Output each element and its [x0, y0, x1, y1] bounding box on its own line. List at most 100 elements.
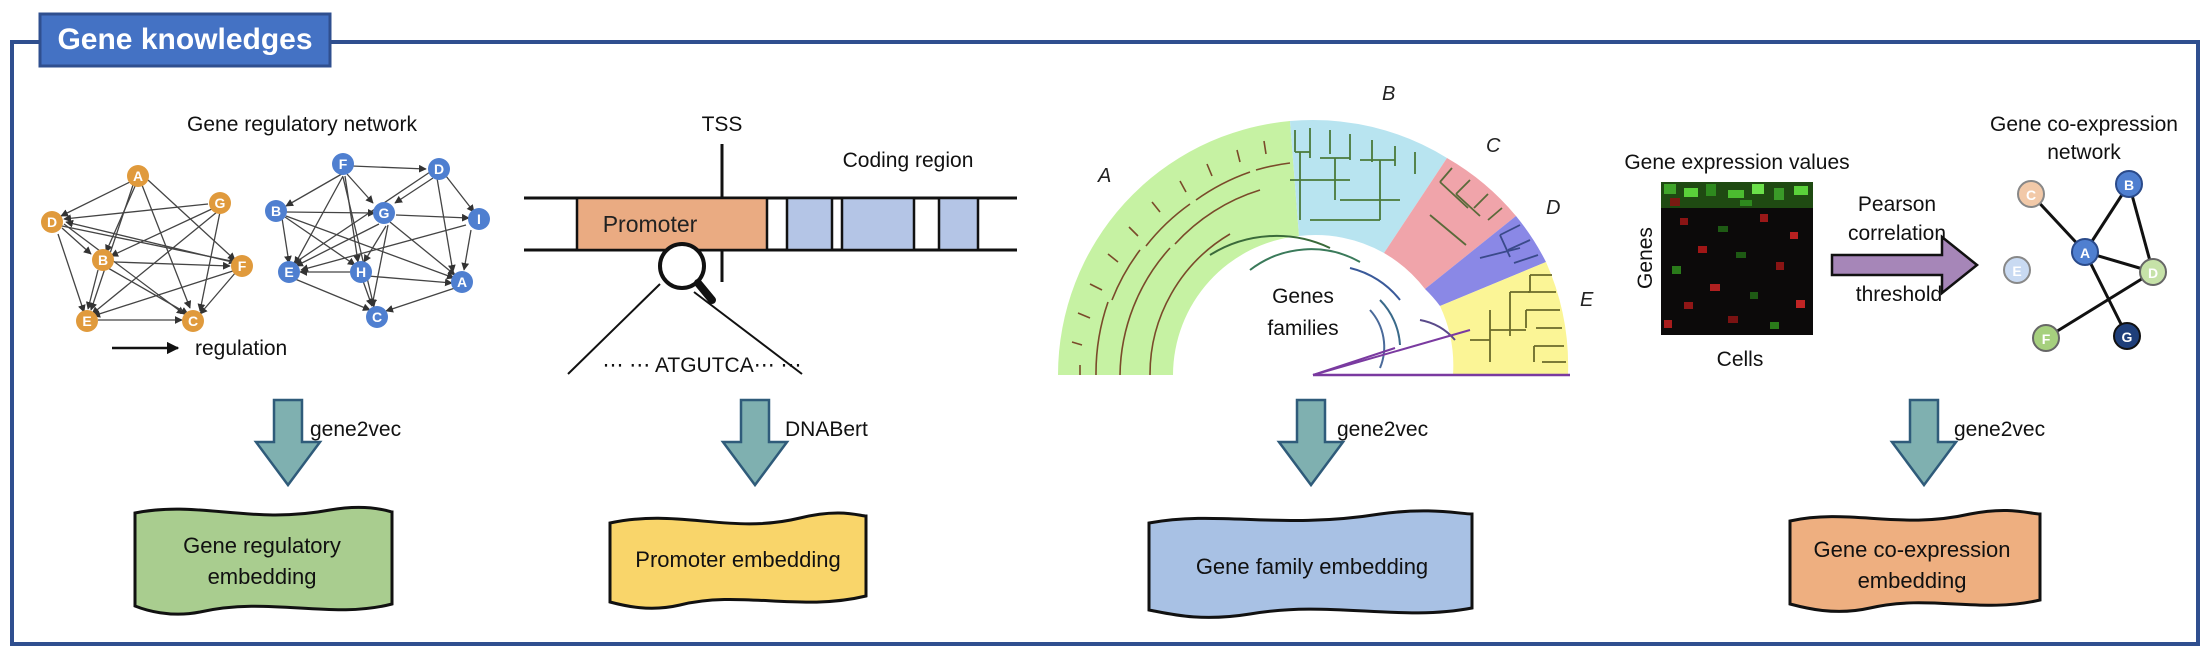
coexpr-network-nodes: C B E A D F G: [2003, 170, 2167, 352]
pearson-arrow-icon: [1830, 234, 1980, 296]
coexpr-method-label: gene2vec: [1954, 418, 2045, 441]
grn-right-nodes: F D B G I E H A C: [265, 153, 490, 328]
grn-title: Gene regulatory network: [187, 113, 417, 136]
grn-left-node-g: [209, 192, 231, 214]
grn-right-edges: [281, 164, 475, 313]
genes-families-label-line1: Genes: [1272, 285, 1334, 308]
grn-left-node-d-label: D: [47, 214, 57, 230]
grn-left-node-b-label: B: [98, 252, 108, 268]
coexpr-node-a-label: A: [2080, 245, 2090, 261]
grn-left-node-f: [231, 255, 253, 277]
grn-right-node-c-label: C: [372, 309, 382, 325]
grn-left-node-b: [92, 249, 114, 271]
coexpr-panel: Gene expression values Genes Cells: [1624, 113, 2178, 613]
regulation-label: regulation: [195, 337, 287, 360]
grn-right-node-e: [278, 261, 300, 283]
clade-label-d: D: [1546, 197, 1560, 219]
clade-d-wedge: [1425, 216, 1546, 306]
grn-left-node-a: [127, 165, 149, 187]
clade-label-b: B: [1382, 83, 1395, 105]
coexpr-network-title-line2: network: [2047, 141, 2121, 164]
grn-left-node-c-label: C: [188, 313, 198, 329]
grn-right-node-b: [265, 200, 287, 222]
promoter-embedding-label: Promoter embedding: [635, 547, 840, 572]
clade-label-c: C: [1486, 135, 1501, 157]
coding-region-label: Coding region: [843, 149, 974, 172]
grn-right-node-d: [428, 158, 450, 180]
grn-left-nodes: A G D B F E C: [41, 165, 253, 332]
coexpr-node-g: [2113, 322, 2141, 350]
coexpr-node-c: [2017, 180, 2045, 208]
threshold-label: threshold: [1856, 283, 1942, 306]
tree-branches-e: [1470, 274, 1566, 363]
family-embedding-banner: [1147, 509, 1474, 619]
magnifier-icon: [658, 242, 716, 304]
grn-panel: Gene regulatory network: [41, 113, 490, 616]
tree-branches-d: [1479, 224, 1539, 264]
grn-right-node-h-label: H: [356, 264, 366, 280]
grn-right-node-h: [350, 261, 372, 283]
promoter-down-arrow-icon: [720, 398, 790, 488]
coexpr-node-e: [2003, 256, 2031, 284]
clade-label-a: A: [1097, 165, 1111, 187]
coexpr-embedding-label-line2: embedding: [1858, 568, 1967, 593]
coexpr-node-g-label: G: [2122, 329, 2133, 345]
exon-1: [785, 196, 834, 252]
grn-left-node-f-label: F: [238, 258, 247, 274]
tree-branches-c: [1429, 167, 1503, 246]
coexpr-node-d: [2139, 258, 2167, 286]
grn-right-node-a: [451, 271, 473, 293]
grn-left-node-g-label: G: [215, 195, 226, 211]
grn-right-node-d-label: D: [434, 161, 444, 177]
tree-branches-b: [1290, 128, 1416, 221]
zoom-line-left: [567, 283, 661, 375]
grn-left-node-e-label: E: [82, 313, 91, 329]
title-box: [38, 12, 332, 68]
coexpr-node-f: [2032, 324, 2060, 352]
promoter-embedding-banner: [608, 511, 868, 610]
grn-left-node-d: [41, 211, 63, 233]
grn-left-node-a-label: A: [133, 168, 143, 184]
promoter-method-label: DNABert: [785, 418, 868, 441]
genes-axis-label: Genes: [1634, 227, 1657, 289]
grn-left-node-e: [76, 310, 98, 332]
promoter-panel: TSS Coding region Promoter ⋯ ⋯ ATGUTCA⋯ …: [524, 113, 1017, 610]
grn-right-node-i-label: I: [477, 211, 481, 227]
page-title: Gene knowledges: [57, 23, 312, 56]
dna-sequence: ⋯ ⋯ ATGUTCA⋯ ⋯: [602, 354, 801, 377]
cells-axis-label: Cells: [1717, 348, 1764, 371]
family-method-label: gene2vec: [1337, 418, 1428, 441]
coexpr-node-c-label: C: [2026, 187, 2036, 203]
grn-right-node-c: [366, 306, 388, 328]
coexpr-node-b-label: B: [2124, 177, 2134, 193]
grn-down-arrow-icon: [253, 398, 323, 488]
grn-right-node-b-label: B: [271, 203, 281, 219]
exon-3: [937, 196, 980, 252]
grn-right-node-a-label: A: [457, 274, 467, 290]
coexpr-node-f-label: F: [2042, 331, 2051, 347]
coexpr-down-arrow-icon: [1889, 398, 1959, 488]
grn-right-node-f: [332, 153, 354, 175]
grn-right-node-f-label: F: [339, 156, 348, 172]
exon-2: [840, 196, 916, 252]
family-panel: A B C D E Genes families gene2vec Gene f…: [1058, 83, 1594, 619]
grn-right-node-g-label: G: [379, 205, 390, 221]
clade-a-wedge: [1058, 121, 1299, 375]
grn-left-node-c: [182, 310, 204, 332]
outer-frame: [10, 40, 2200, 646]
family-embedding-label: Gene family embedding: [1196, 554, 1428, 579]
coexpr-node-b: [2115, 170, 2143, 198]
coexpr-embedding-banner: [1788, 508, 2042, 613]
coexpr-node-a: [2071, 238, 2099, 266]
tss-label: TSS: [702, 113, 743, 136]
tree-branches-a: [1071, 140, 1291, 376]
coexpr-node-e-label: E: [2012, 263, 2021, 279]
tree-center-branches: [1209, 234, 1570, 377]
clade-c-wedge: [1384, 158, 1516, 289]
genes-families-label-line2: families: [1267, 317, 1338, 340]
pearson-label-line1: Pearson: [1858, 193, 1936, 216]
grn-method-label: gene2vec: [310, 418, 401, 441]
coexpr-node-d-label: D: [2148, 265, 2158, 281]
grn-right-node-e-label: E: [284, 264, 293, 280]
